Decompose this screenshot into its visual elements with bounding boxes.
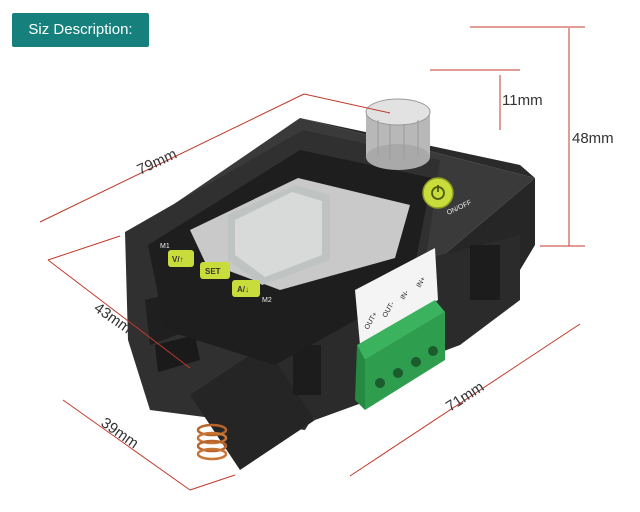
m2-label: M2 — [262, 297, 272, 304]
dimension-79mm: 79mm — [135, 146, 180, 179]
vi-button-label: V/↑ — [172, 255, 184, 264]
dimension-71mm: 71mm — [443, 378, 487, 415]
terminal-block — [355, 345, 365, 410]
terminal-label-in-minus: IN- — [400, 289, 411, 301]
left-latch-lower — [155, 335, 200, 372]
terminal-screw-4[interactable] — [428, 346, 438, 356]
dimension-11mm: 11mm — [502, 92, 543, 109]
terminal-label-plate — [355, 248, 438, 345]
terminal-block-top — [357, 300, 445, 360]
set-button-label: SET — [205, 267, 221, 276]
description-badge: Siz Description: — [12, 13, 149, 47]
copper-coil — [196, 423, 228, 461]
terminal-block-front — [365, 312, 445, 410]
terminal-label-in-plus: IN+ — [416, 276, 428, 289]
ai-button-label: A/↓ — [237, 285, 249, 294]
dimension-lines — [39, 26, 585, 491]
set-button[interactable] — [200, 262, 230, 279]
knob-top — [365, 98, 431, 126]
ai-button[interactable] — [232, 280, 260, 297]
power-button[interactable] — [422, 177, 454, 209]
dimension-39mm: 39mm — [98, 414, 142, 452]
side-clip-center — [293, 345, 321, 395]
lcd-screen-glass — [235, 192, 322, 277]
m1-label: M1 — [160, 243, 170, 250]
vi-button[interactable] — [168, 250, 194, 267]
side-clip-right — [470, 245, 500, 300]
rear-housing-lower — [190, 345, 315, 470]
terminal-screw-3[interactable] — [411, 357, 421, 367]
knob-bottom — [366, 144, 430, 170]
terminal-screw-2[interactable] — [393, 368, 403, 378]
dimension-48mm: 48mm — [572, 130, 614, 147]
terminal-screw-1[interactable] — [375, 378, 385, 388]
